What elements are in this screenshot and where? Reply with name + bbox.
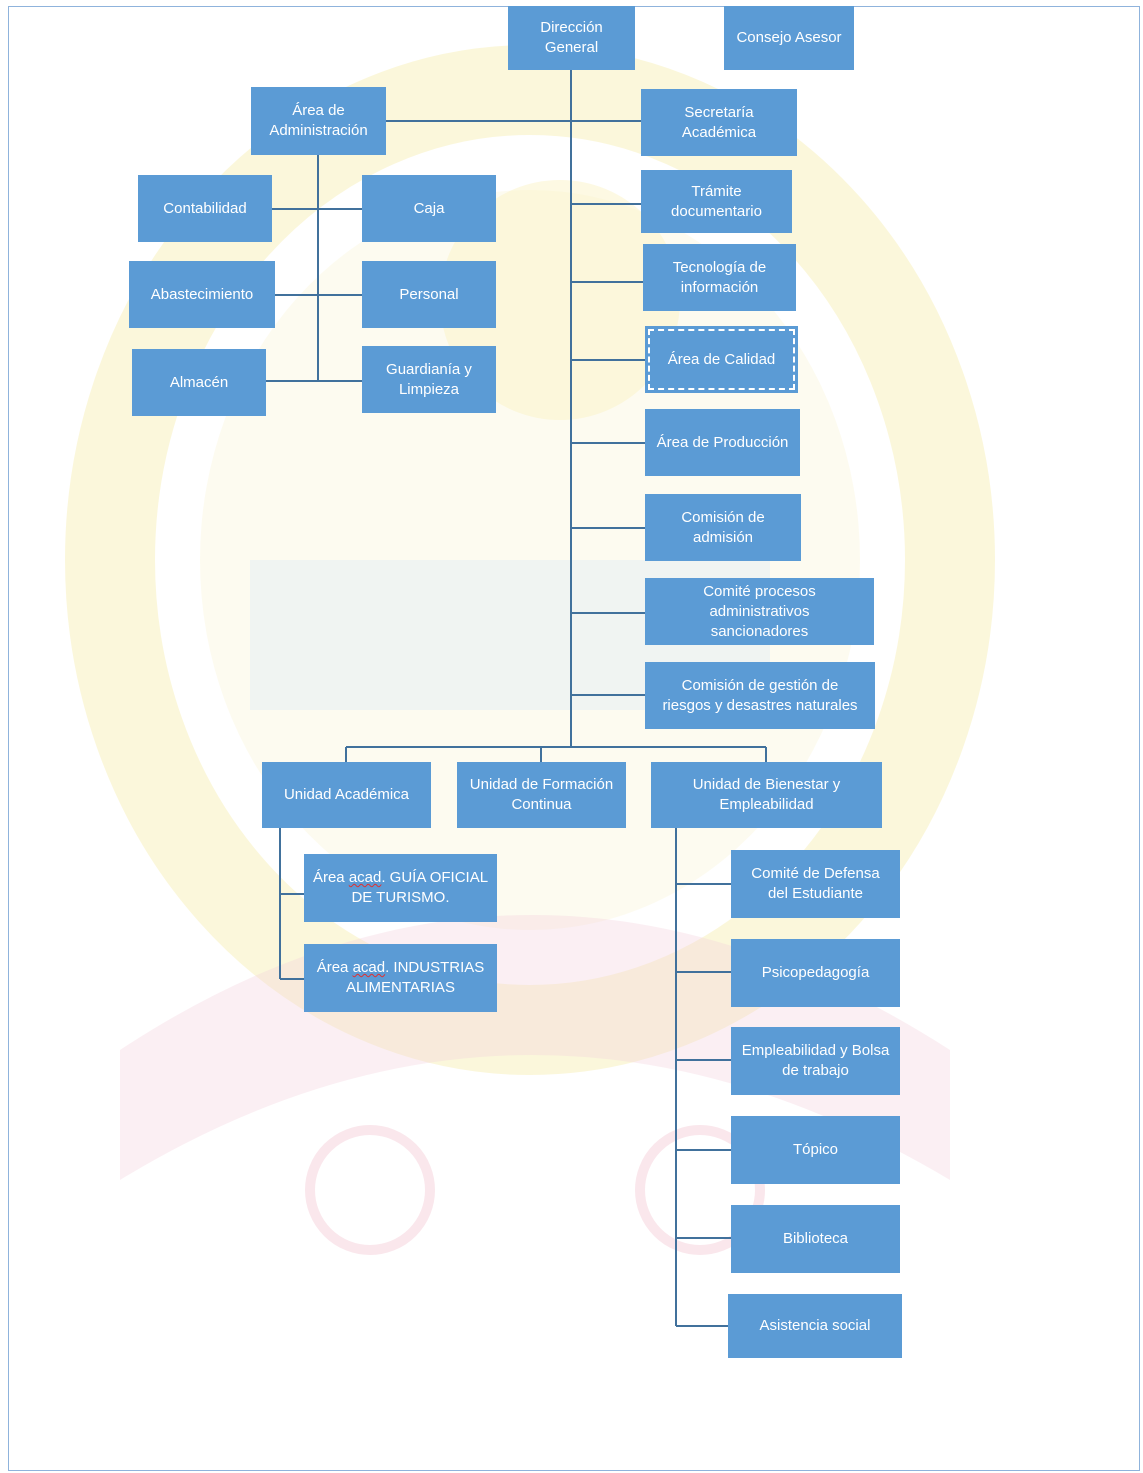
- node-area-produccion[interactable]: Área de Producción: [645, 409, 800, 476]
- node-unidad-bienestar[interactable]: Unidad de Bienestar y Empleabilidad: [651, 762, 882, 828]
- node-label: Tecnología de información: [672, 258, 767, 296]
- node-direccion-general[interactable]: Dirección General: [508, 6, 635, 70]
- node-area-guia-turismo[interactable]: Área acad. GUÍA OFICIAL DE TURISMO.: [304, 854, 497, 922]
- node-label: Guardianía y Limpieza: [386, 360, 472, 398]
- node-label: Unidad de Formación Continua: [469, 776, 614, 813]
- node-label: Trámite documentario: [671, 182, 762, 220]
- node-label: Comisión de gestión de riesgos y desastr…: [662, 676, 858, 714]
- spellcheck-word: acad: [352, 959, 386, 976]
- node-label: Almacén: [169, 373, 229, 391]
- node-caja[interactable]: Caja: [362, 175, 496, 242]
- node-label: Asistencia social: [759, 1317, 871, 1334]
- node-biblioteca[interactable]: Biblioteca: [731, 1205, 900, 1273]
- node-label: Comisión de admisión: [681, 508, 765, 546]
- node-label: Secretaría Académica: [681, 103, 757, 141]
- node-label: Psicopedagogía: [761, 964, 870, 981]
- node-label: Biblioteca: [782, 1230, 849, 1247]
- spellcheck-word: acad: [348, 869, 382, 886]
- node-tramite-documentario[interactable]: Trámite documentario: [641, 170, 792, 233]
- node-comite-procesos[interactable]: Comité procesos administrativos sanciona…: [645, 578, 874, 645]
- node-area-industrias-alimentarias[interactable]: Área acad. INDUSTRIAS ALIMENTARIAS: [304, 944, 497, 1012]
- node-contabilidad[interactable]: Contabilidad: [138, 175, 272, 242]
- node-unidad-academica[interactable]: Unidad Académica: [262, 762, 431, 828]
- node-personal[interactable]: Personal: [362, 261, 496, 328]
- node-label: Área de Administración: [269, 102, 368, 139]
- node-psicopedagogia[interactable]: Psicopedagogía: [731, 939, 900, 1007]
- node-consejo-asesor[interactable]: Consejo Asesor: [724, 6, 854, 70]
- node-topico[interactable]: Tópico: [731, 1116, 900, 1184]
- node-abastecimiento[interactable]: Abastecimiento: [129, 261, 275, 328]
- node-asistencia-social[interactable]: Asistencia social: [728, 1294, 902, 1358]
- node-area-calidad[interactable]: Área de Calidad: [645, 326, 798, 393]
- node-label: Área de Calidad: [667, 350, 776, 368]
- node-label: Tópico: [792, 1141, 839, 1158]
- node-label: Abastecimiento: [150, 285, 254, 303]
- node-empleabilidad-bolsa[interactable]: Empleabilidad y Bolsa de trabajo: [731, 1027, 900, 1095]
- node-area-administracion[interactable]: Área de Administración: [251, 87, 386, 155]
- label-part: . INDUSTRIAS ALIMENTARIAS: [346, 959, 485, 996]
- node-label: Consejo Asesor: [736, 29, 842, 46]
- node-label: Comité de Defensa del Estudiante: [751, 865, 880, 902]
- node-unidad-formacion-continua[interactable]: Unidad de Formación Continua: [457, 762, 626, 828]
- label-part: Área: [312, 869, 349, 886]
- node-label: Unidad Académica: [283, 786, 410, 803]
- node-label: Área acad. INDUSTRIAS ALIMENTARIAS: [317, 958, 485, 998]
- node-comision-riesgos[interactable]: Comisión de gestión de riesgos y desastr…: [645, 662, 875, 729]
- node-label: Caja: [413, 199, 445, 217]
- node-secretaria-academica[interactable]: Secretaría Académica: [641, 89, 797, 156]
- node-guardiania-limpieza[interactable]: Guardianía y Limpieza: [362, 346, 496, 413]
- node-label: Área acad. GUÍA OFICIAL DE TURISMO.: [313, 868, 488, 908]
- node-label: Área de Producción: [656, 433, 789, 451]
- node-almacen[interactable]: Almacén: [132, 349, 266, 416]
- node-comite-defensa-estudiante[interactable]: Comité de Defensa del Estudiante: [731, 850, 900, 918]
- node-tecnologia-informacion[interactable]: Tecnología de información: [643, 244, 796, 311]
- node-label: Dirección General: [540, 19, 603, 56]
- node-comision-admision[interactable]: Comisión de admisión: [645, 494, 801, 561]
- node-label: Personal: [399, 285, 459, 303]
- node-label: Contabilidad: [163, 199, 247, 217]
- label-part: Área: [316, 959, 353, 976]
- node-label: Empleabilidad y Bolsa de trabajo: [741, 1042, 890, 1079]
- node-label: Comité procesos administrativos sanciona…: [703, 582, 816, 640]
- node-label: Unidad de Bienestar y Empleabilidad: [692, 776, 841, 813]
- label-part: . GUÍA OFICIAL DE TURISMO.: [351, 869, 489, 906]
